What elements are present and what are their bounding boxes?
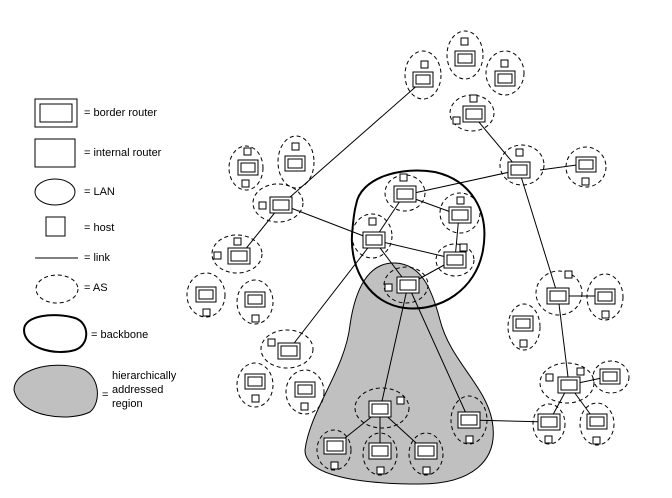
legend-lan-icon — [34, 178, 76, 206]
legend-region-label-3: region — [112, 398, 143, 410]
border-router — [362, 231, 386, 249]
legend-host-icon — [45, 216, 66, 237]
border-router — [368, 400, 392, 418]
border-router — [396, 276, 420, 294]
border-router — [557, 376, 581, 394]
router — [244, 291, 266, 308]
router — [575, 156, 597, 173]
legend-as-label: = AS — [84, 282, 108, 294]
router — [284, 155, 306, 172]
legend-internal-router-label: = internal router — [84, 147, 162, 159]
legend-internal-router-icon — [34, 138, 76, 168]
legend-border-router-icon — [34, 98, 78, 128]
border-router — [368, 442, 392, 460]
router — [599, 368, 621, 385]
border-router — [269, 196, 293, 214]
border-router — [227, 247, 251, 265]
legend-region-label-1: hierarchically — [112, 370, 177, 382]
legend-link-label: = link — [84, 252, 110, 264]
border-router — [323, 437, 347, 455]
router — [454, 50, 476, 67]
border-router — [277, 342, 301, 360]
border-router — [507, 161, 531, 179]
border-router — [393, 185, 417, 203]
router — [237, 159, 259, 176]
border-router — [462, 105, 486, 123]
router — [412, 71, 434, 88]
router — [586, 413, 608, 430]
legend-region-label-2: addressed — [112, 384, 164, 396]
hierarchical-region — [304, 262, 494, 485]
router — [244, 373, 266, 390]
legend-backbone-icon — [22, 314, 88, 353]
router — [294, 381, 316, 398]
border-router — [537, 413, 561, 431]
router — [594, 288, 616, 305]
border-router — [546, 287, 570, 305]
legend-border-router-label: = border router — [84, 107, 158, 119]
legend-lan-label: = LAN — [84, 186, 115, 198]
router — [195, 286, 217, 303]
router — [494, 70, 516, 87]
as-outlines — [186, 30, 630, 476]
border-router — [457, 411, 481, 429]
router — [512, 315, 534, 332]
legend-as-icon — [35, 274, 79, 304]
border-router — [443, 251, 467, 269]
legend-region-equals: = — [102, 389, 109, 401]
legend-backbone-label: = backbone — [91, 329, 149, 341]
legend-host-label: = host — [84, 222, 115, 234]
legend-region-icon — [13, 364, 98, 418]
legend — [13, 98, 98, 418]
border-router — [414, 442, 438, 460]
border-router — [448, 206, 472, 224]
